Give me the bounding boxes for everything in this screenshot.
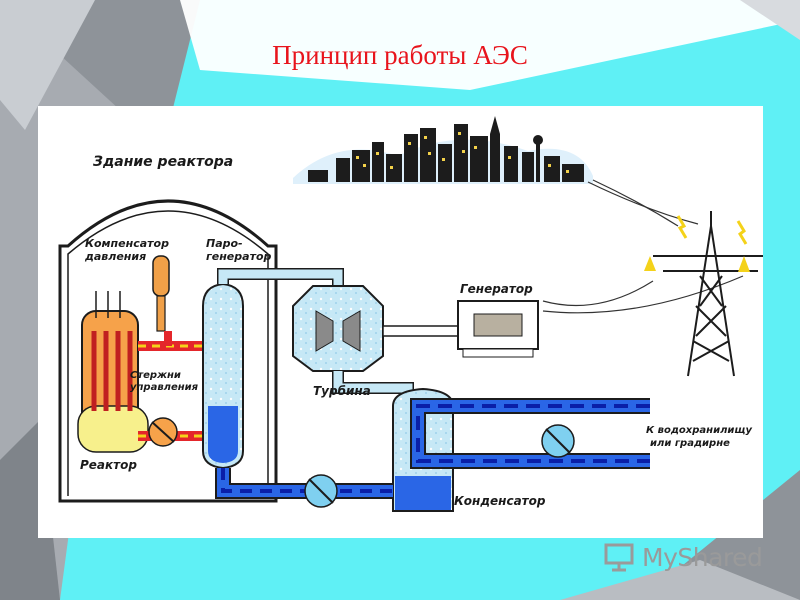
label-reservoir-2: или градирне bbox=[650, 438, 730, 449]
label-generator: Генератор bbox=[460, 282, 533, 296]
city-skyline bbox=[293, 116, 593, 184]
label-pressurizer-1: Компенсатор bbox=[85, 237, 169, 250]
reactor-vessel bbox=[77, 291, 149, 453]
label-steam-generator-2: генератор bbox=[206, 250, 271, 263]
watermark: MyShared bbox=[604, 537, 763, 577]
label-turbine: Турбина bbox=[313, 384, 371, 398]
top-right-shard bbox=[740, 0, 800, 40]
label-condenser: Конденсатор bbox=[454, 494, 546, 508]
presentation-icon bbox=[604, 543, 634, 572]
power-lines bbox=[542, 179, 744, 314]
label-reactor-building: Здание реактора bbox=[93, 154, 233, 170]
cooling-loop bbox=[410, 398, 650, 469]
label-reservoir-1: К водохранилищу bbox=[646, 425, 752, 436]
label-reactor: Реактор bbox=[80, 458, 137, 472]
watermark-text: MyShared bbox=[642, 542, 763, 572]
npp-diagram: Здание реактора Компенсатор давления Пар… bbox=[58, 116, 763, 512]
slide-title: Принцип работы АЭС bbox=[272, 40, 528, 70]
transmission-tower bbox=[644, 211, 763, 377]
corner-light-shard bbox=[0, 0, 95, 130]
npp-diagram-panel: Здание реактора Компенсатор давления Пар… bbox=[38, 106, 763, 538]
steam-generator bbox=[202, 282, 244, 470]
top-white-shard bbox=[180, 0, 800, 90]
generator bbox=[457, 300, 539, 358]
label-pressurizer-2: давления bbox=[84, 250, 146, 263]
label-control-rods-1: Стержни bbox=[130, 370, 181, 381]
label-control-rods-2: управления bbox=[130, 382, 199, 393]
bottom-shard bbox=[560, 560, 800, 600]
pressurizer bbox=[152, 255, 170, 332]
label-steam-generator-1: Паро- bbox=[206, 237, 243, 250]
turbine bbox=[292, 285, 459, 372]
steam-line bbox=[217, 268, 344, 286]
